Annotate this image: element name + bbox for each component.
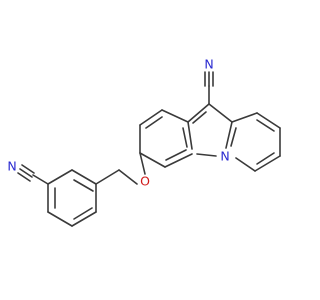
bond-c9a-n [225, 121, 233, 149]
bond-c4-n [235, 157, 256, 172]
bond-a1-a2 [71, 169, 97, 185]
bond-c3-c4-double [256, 152, 275, 165]
bond-c1-c2 [256, 112, 281, 129]
bond-cn-left-a [21, 164, 35, 174]
bond-c6-o [139, 152, 146, 175]
bond-c5-c4b-double [165, 149, 187, 161]
bond-c9-c9a [208, 103, 233, 123]
bond-a4-a5 [47, 211, 73, 227]
bond-c9-c9b-double [192, 111, 207, 124]
atom-label-ether-oxygen: O [140, 174, 150, 189]
bond-ch2-aryl [95, 169, 120, 185]
bond-n-c4b [196, 153, 217, 157]
bond-o-ch2 [118, 169, 138, 185]
bond-c9a-c1 [231, 112, 258, 123]
bond-c3-c4 [254, 155, 281, 172]
atom-label-nitrile-left: N [7, 159, 16, 174]
bond-a5-a6-double [73, 207, 93, 220]
bond-a5-a6 [71, 211, 97, 227]
bond-a3-cn [32, 174, 49, 185]
bond-c5-c4b [164, 153, 193, 168]
atom-label-nitrile-top: N [204, 57, 213, 72]
bonds [17, 71, 281, 227]
atom-label-ring-nitrogen: N [220, 149, 229, 164]
atom-labels: N N O N [7, 57, 229, 189]
bond-c9-c9b [187, 103, 210, 123]
bond-a2-a3 [47, 169, 73, 185]
bond-cn-left-c [17, 172, 31, 182]
bond-a1-a2-double [73, 179, 94, 192]
bond-c8-c7 [139, 109, 163, 126]
bond-c9b-c4b-inner [182, 127, 188, 148]
bond-cn-left-b [19, 168, 33, 178]
bond-c9b-c8 [161, 109, 189, 123]
bond-c1-c2-double [256, 119, 275, 132]
bond-c6-c5 [139, 152, 166, 168]
structure-canvas: N N O N [7, 57, 281, 227]
bond-c9b-c4b [187, 121, 193, 150]
bond-c8-c7-double [145, 116, 163, 129]
bond-c9a-c9a-inner [230, 127, 237, 147]
